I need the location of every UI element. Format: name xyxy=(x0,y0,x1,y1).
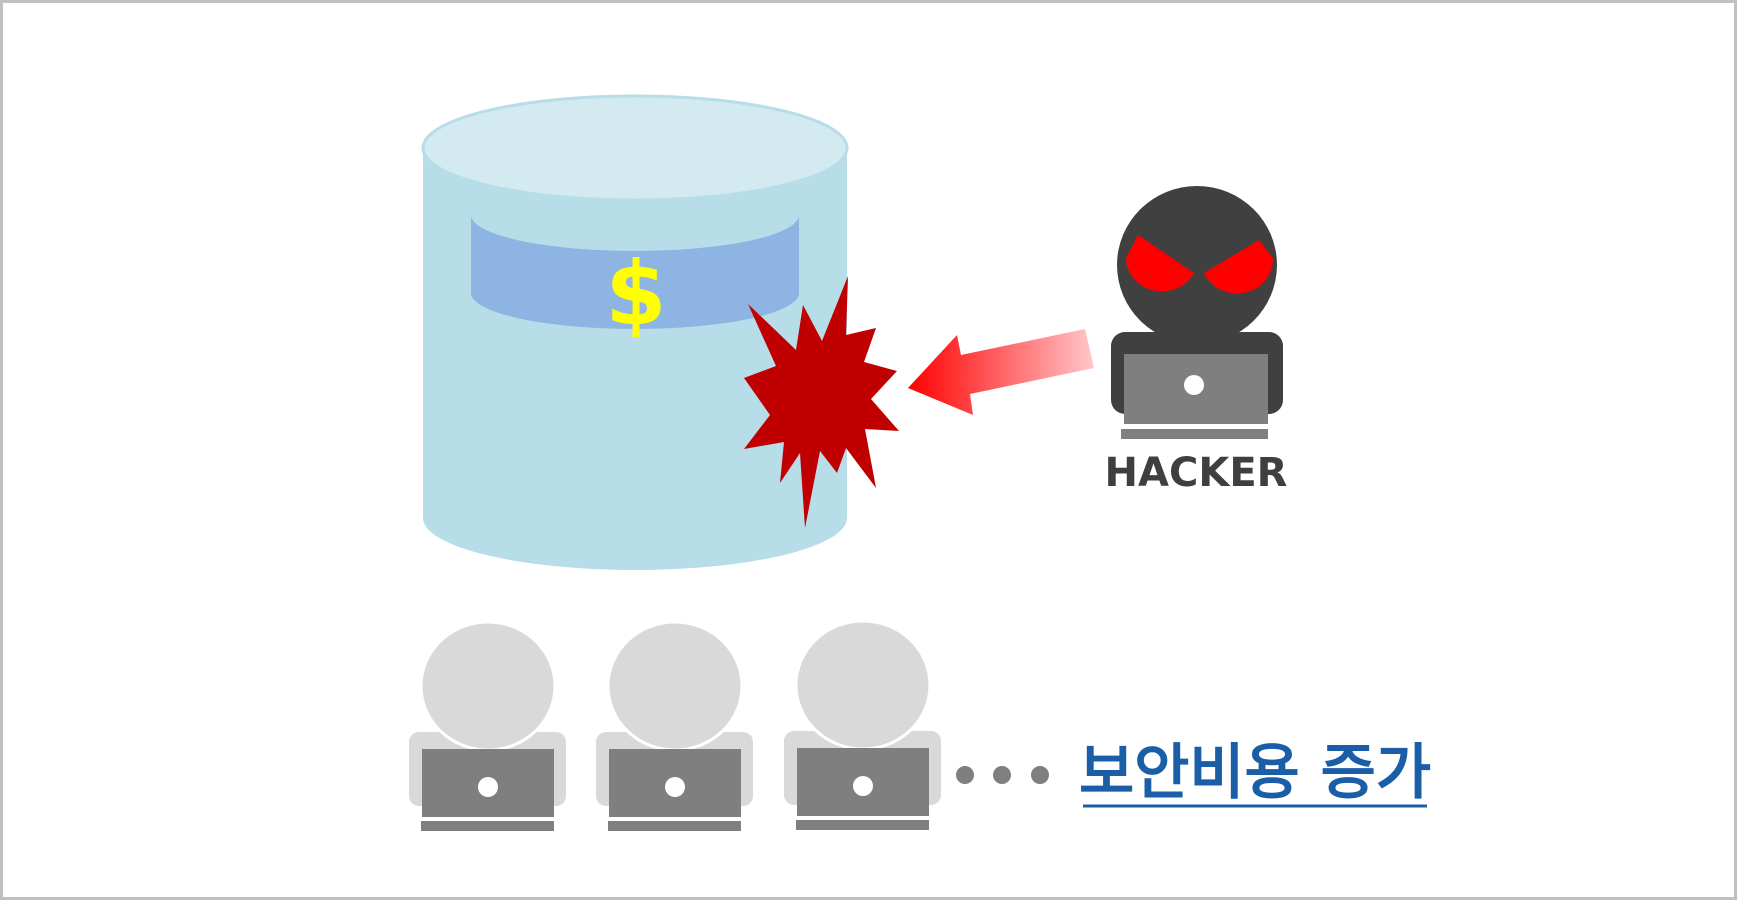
hacker-label: HACKER xyxy=(1105,450,1288,496)
security-cost-diagram: $ HACKER • • • xyxy=(409,94,1431,831)
user-laptop-logo xyxy=(665,777,685,797)
hacker-with-laptop-icon: HACKER xyxy=(1105,186,1288,496)
explosion-burst-icon xyxy=(744,276,899,528)
ellipsis-dots: • • • xyxy=(956,766,1049,784)
user-with-laptop-icon xyxy=(784,619,941,830)
attack-arrow-icon xyxy=(908,329,1094,415)
hacker-right-eye xyxy=(1204,240,1274,294)
database-band xyxy=(471,215,799,329)
user-laptop-logo xyxy=(853,776,873,796)
hacker-head xyxy=(1117,186,1277,344)
ellipsis-dot xyxy=(956,766,974,784)
database-top xyxy=(421,94,849,202)
caption-security-cost-increase: 보안비용 증가 xyxy=(1079,738,1431,808)
user-laptop-logo xyxy=(478,777,498,797)
user-laptop-base xyxy=(608,821,741,831)
database-cylinder-icon: $ xyxy=(421,94,849,570)
user-with-laptop-icon xyxy=(409,620,566,831)
user-head xyxy=(419,620,557,752)
hacker-laptop-base xyxy=(1121,429,1268,439)
user-head xyxy=(794,619,932,751)
dollar-sign: $ xyxy=(605,242,666,345)
hacker-left-eye xyxy=(1126,235,1194,292)
ellipsis-dot xyxy=(993,766,1011,784)
user-laptop-base xyxy=(796,820,929,830)
user-with-laptop-icon xyxy=(596,620,753,831)
ellipsis-dot xyxy=(1031,766,1049,784)
user-head xyxy=(606,620,744,752)
user-laptop-base xyxy=(421,821,554,831)
hacker-laptop-logo xyxy=(1184,375,1204,395)
